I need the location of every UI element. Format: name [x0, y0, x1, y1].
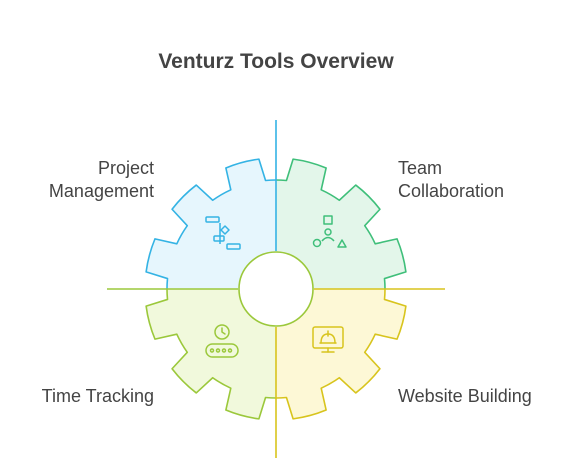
team-shapes-icon — [312, 215, 347, 248]
label-line: Team — [398, 158, 443, 178]
label-line: Management — [48, 181, 154, 201]
label-line: Project — [97, 158, 154, 178]
monitor-construction-icon — [312, 326, 344, 353]
segment-time-tracking — [145, 289, 276, 420]
segment-website-building — [276, 289, 407, 420]
gear-hub — [238, 251, 314, 327]
gantt-chart-icon — [205, 216, 241, 250]
label-project-management: Project Management — [49, 157, 154, 203]
label-line: Collaboration — [398, 181, 505, 201]
label-line: Time Tracking — [41, 386, 154, 406]
segment-project-management — [145, 158, 276, 289]
clock-conveyor-icon — [205, 324, 239, 358]
label-line: Website Building — [398, 386, 532, 406]
segment-team-collaboration — [276, 158, 407, 289]
label-website-building: Website Building — [398, 385, 532, 408]
label-team-collaboration: Team Collaboration — [398, 157, 504, 203]
label-time-tracking: Time Tracking — [42, 385, 154, 408]
diagram-title: Venturz Tools Overview — [158, 50, 394, 73]
